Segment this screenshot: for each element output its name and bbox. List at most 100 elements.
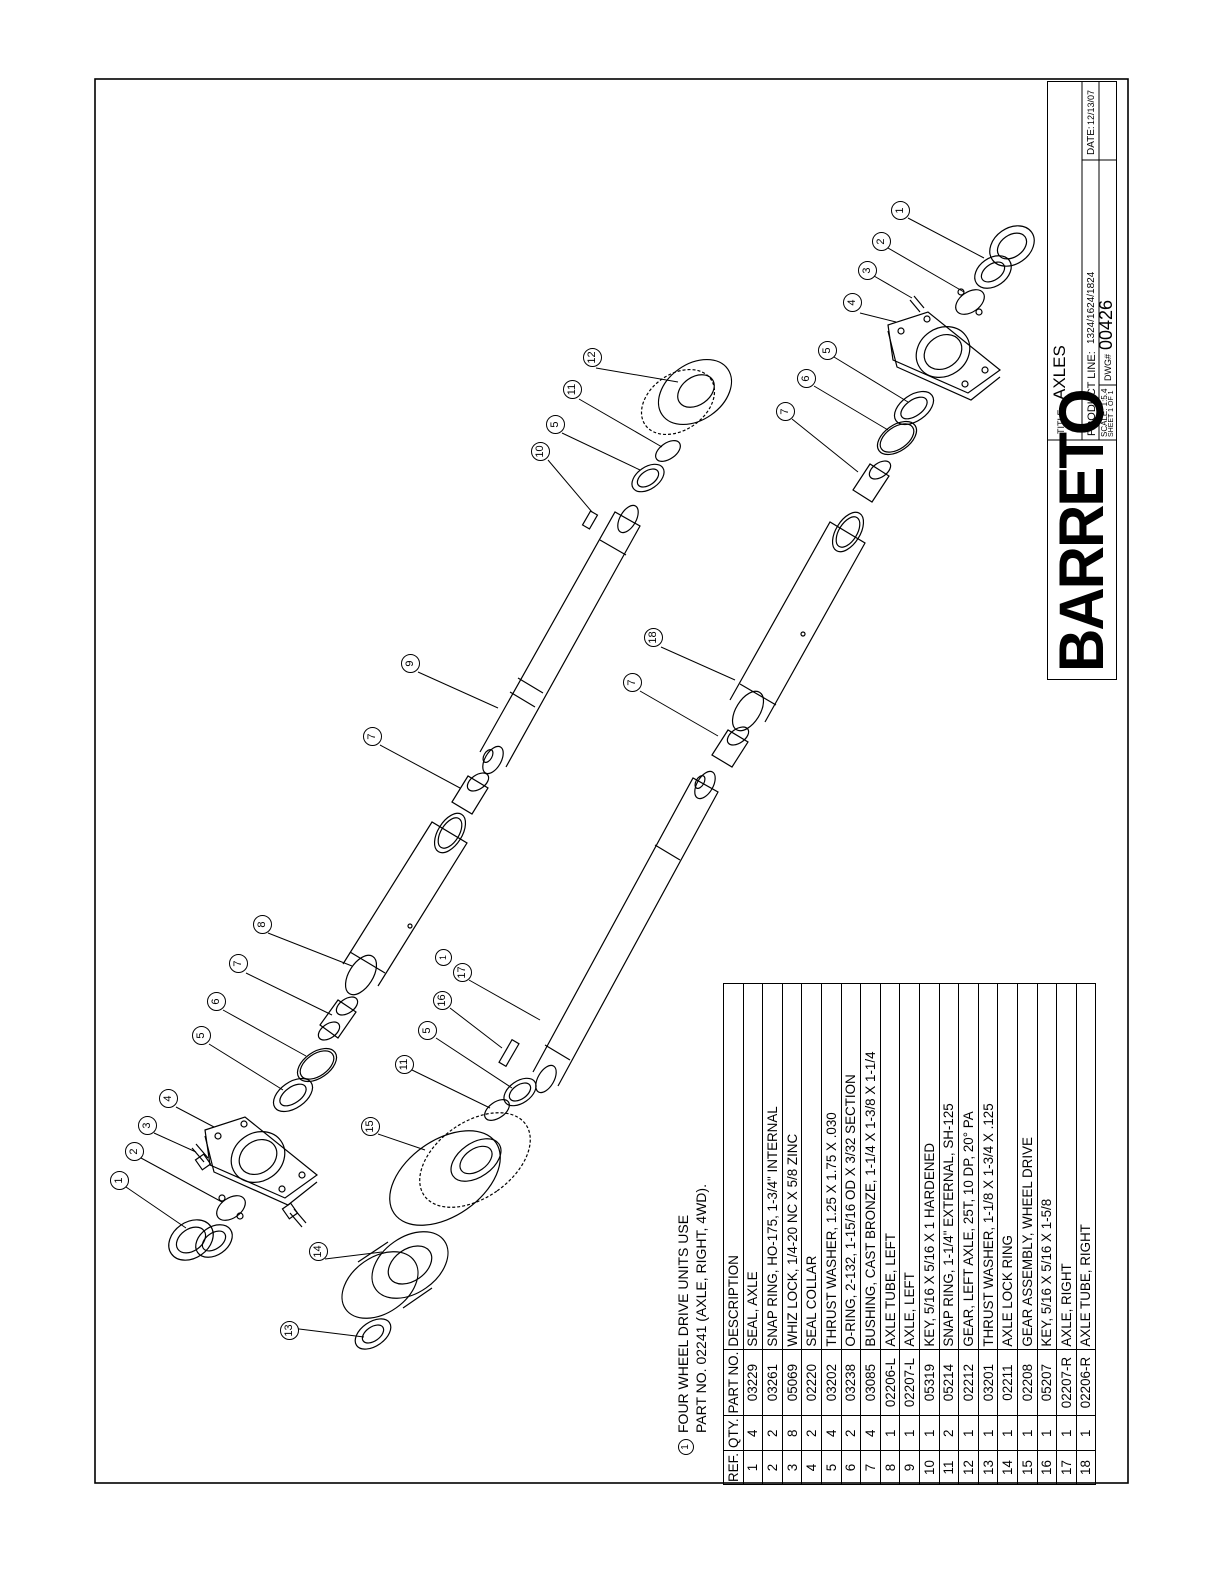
parts-cell: 1 [880,1415,900,1451]
parts-cell: 02208 [1017,1349,1037,1416]
whiz-lock-bolts-left [191,1143,307,1228]
parts-cell: 2 [801,1415,822,1451]
parts-cell: 16 [1037,1450,1057,1485]
parts-cell: 03261 [762,1349,783,1416]
snap-ring-gear [655,440,681,462]
parts-cell: 15 [1017,1450,1037,1485]
callout-5: 5 [418,1021,437,1040]
axle-left [479,504,641,775]
parts-cell: 05214 [939,1349,959,1416]
parts-cell: 4 [821,1415,842,1451]
bushing-right-outer [852,460,892,503]
parts-cell: 18 [1076,1450,1096,1485]
callout-11: 11 [395,1055,414,1074]
axle-tube-left [342,812,468,996]
parts-cell: 02212 [958,1349,979,1416]
whiz-lock-bolt-right [909,295,925,313]
callout-15: 15 [361,1117,380,1136]
parts-cell: BUSHING, CAST BRONZE, 1-1/4 X 1-3/8 X 1-… [860,983,881,1350]
callout-7: 7 [363,727,382,746]
axle-tube-right [729,511,866,732]
parts-cell: AXLE, RIGHT [1056,983,1077,1350]
parts-cell: AXLE TUBE, RIGHT [1076,983,1096,1350]
callout-6: 6 [207,992,226,1011]
parts-cell: 1 [899,1415,920,1451]
parts-cell: 8 [880,1450,900,1485]
parts-cell: 1 [978,1415,998,1451]
parts-cell: 02211 [997,1349,1018,1416]
parts-cell: 2 [762,1415,783,1451]
snap-ring-left [216,1194,246,1221]
parts-cell: 11 [939,1450,959,1485]
date-label: DATE: [1086,126,1097,155]
parts-cell: 1 [919,1415,940,1451]
exploded-view [168,225,1035,1350]
parts-header-cell: DESCRIPTION [723,983,744,1350]
dwg-label: DWG# [1103,354,1113,381]
callout-18: 18 [644,628,663,647]
callout-4: 4 [843,293,862,312]
gear-left-axle [640,358,733,436]
dwg-number: 00426 [1096,299,1116,350]
parts-cell: SEAL, AXLE [743,983,763,1350]
callout-1: 1 [891,201,910,220]
callout-8: 8 [253,915,272,934]
parts-cell: 05207 [1037,1349,1057,1416]
parts-cell: 4 [743,1415,763,1451]
callout-3: 3 [138,1116,157,1135]
parts-cell: AXLE TUBE, LEFT [880,983,900,1350]
axle-right [532,770,719,1094]
thrust-washer-gear [631,463,665,493]
parts-cell: 05069 [782,1349,802,1416]
note-marker: 1 [678,1439,694,1455]
parts-cell: 5 [821,1450,842,1485]
drawing-note: 1 FOUR WHEEL DRIVE UNITS USE PART NO. 022… [675,1184,709,1455]
parts-cell: 02207-L [899,1349,920,1416]
seal-collar-right [887,311,1001,401]
parts-cell: 05319 [919,1349,940,1416]
parts-cell: GEAR ASSEMBLY, WHEEL DRIVE [1017,983,1037,1350]
callout-4: 4 [159,1089,178,1108]
parts-cell: AXLE, LEFT [899,983,920,1350]
parts-cell: THRUST WASHER, 1-1/8 X 1-3/4 X .125 [978,983,998,1350]
callout-7: 7 [623,673,642,692]
parts-cell: 14 [997,1450,1018,1485]
parts-cell: 3 [782,1450,802,1485]
parts-cell: 2 [841,1415,861,1451]
callout-17: 17 [453,963,472,982]
key-axle-left [581,510,599,530]
callout-12: 12 [583,348,602,367]
parts-header-cell: PART NO. [723,1349,744,1416]
leader-lines [125,217,985,1338]
parts-cell: 02220 [801,1349,822,1416]
callout-3: 3 [858,261,877,280]
callout-14: 14 [309,1242,328,1261]
seal-collar-left [204,1116,318,1206]
product-line-label: PRODUCT LINE: [1086,351,1098,436]
snap-ring-right [955,288,985,316]
parts-cell: 1 [997,1415,1018,1451]
seal-axle-right [974,225,1035,289]
thrust-washer-left [272,1077,314,1113]
note-line-1: FOUR WHEEL DRIVE UNITS USE [675,1214,691,1433]
sheet-text: SHEET 1 OF 1 [1108,390,1115,437]
parts-cell: 4 [801,1450,822,1485]
parts-cell: 03238 [841,1349,861,1416]
note-line-2: PART NO. 02241 (AXLE, RIGHT, 4WD). [693,1184,709,1433]
parts-cell: 1 [1017,1415,1037,1451]
parts-cell: AXLE LOCK RING [997,983,1018,1350]
parts-cell: 7 [860,1450,881,1485]
